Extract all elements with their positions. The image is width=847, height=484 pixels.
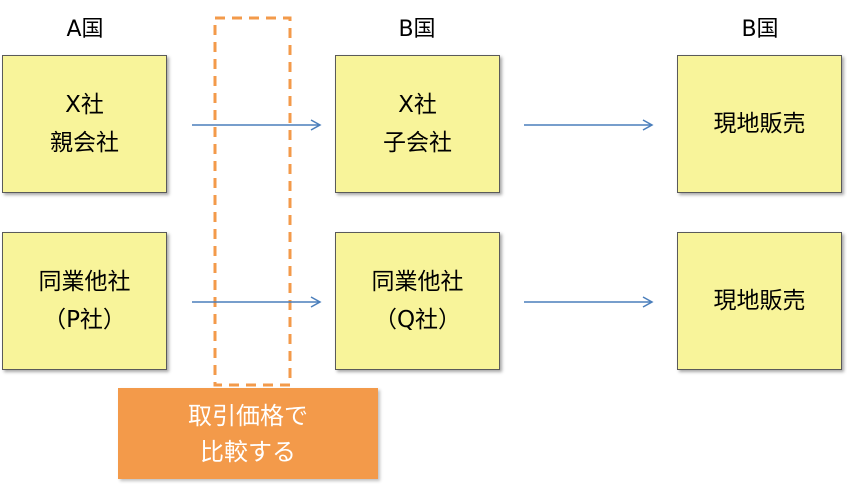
dashed-comparison-region bbox=[213, 16, 292, 387]
callout-line2: 比較する bbox=[200, 437, 296, 466]
box-x-parent: X社 親会社 bbox=[2, 55, 167, 193]
box-competitor-p-line1: 同業他社 bbox=[38, 269, 131, 295]
box-competitor-q-line2: （Q社） bbox=[373, 307, 462, 333]
header-country-a: A国 bbox=[66, 17, 104, 42]
box-competitor-q-line1: 同業他社 bbox=[371, 269, 464, 295]
box-local-sales-1-label: 現地販売 bbox=[713, 111, 806, 137]
box-x-parent-line1: X社 bbox=[65, 92, 104, 118]
box-local-sales-1: 現地販売 bbox=[677, 55, 842, 193]
callout-compare-prices: 取引価格で 比較する bbox=[118, 388, 378, 479]
header-country-b: B国 bbox=[398, 17, 436, 42]
box-local-sales-2: 現地販売 bbox=[677, 232, 842, 370]
box-x-subsidiary: X社 子会社 bbox=[335, 55, 500, 193]
box-x-parent-line2: 親会社 bbox=[50, 130, 119, 156]
box-x-subsidiary-line2: 子会社 bbox=[383, 130, 452, 156]
header-country-b-sales: B国 bbox=[741, 17, 779, 42]
box-competitor-p: 同業他社 （P社） bbox=[2, 232, 167, 370]
box-x-subsidiary-line1: X社 bbox=[398, 92, 437, 118]
callout-line1: 取引価格で bbox=[188, 401, 308, 430]
box-local-sales-2-label: 現地販売 bbox=[713, 288, 806, 314]
box-competitor-p-line2: （P社） bbox=[43, 307, 126, 333]
box-competitor-q: 同業他社 （Q社） bbox=[335, 232, 500, 370]
